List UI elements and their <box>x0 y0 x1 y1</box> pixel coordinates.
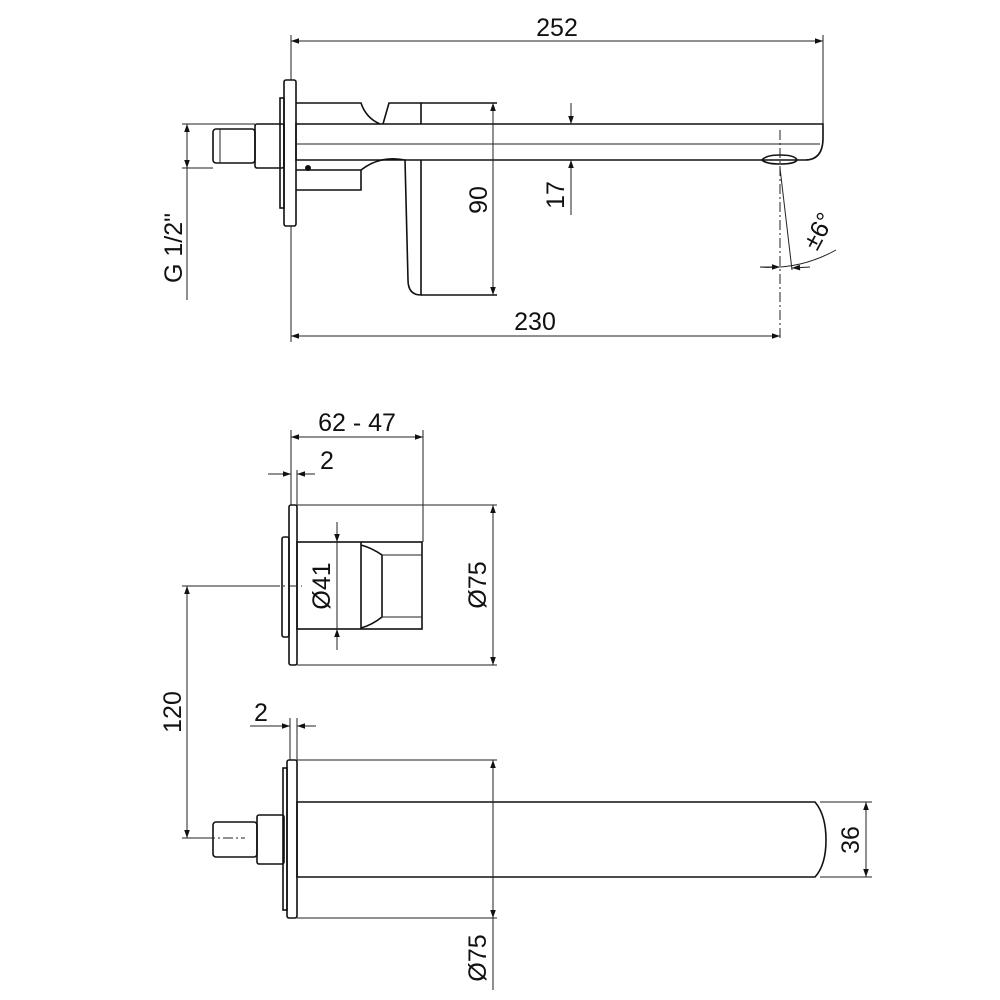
inlet-connector <box>212 123 285 169</box>
dim-thread: G 1/2" <box>160 213 188 283</box>
front-view: 62 - 47 2 Ø41 Ø75 120 <box>159 409 497 838</box>
dim-2-bottom: 2 <box>254 699 268 727</box>
dim-62-47: 62 - 47 <box>318 409 396 437</box>
mixer-body <box>296 102 497 296</box>
screw-icon <box>305 165 311 171</box>
dim-2-top: 2 <box>320 447 334 475</box>
spout-view: 2 Ø75 36 <box>182 699 872 990</box>
dim-diameter-75-top: Ø75 <box>464 561 492 608</box>
dim-252: 252 <box>536 14 578 42</box>
dim-diameter-75-bottom: Ø75 <box>464 934 492 981</box>
wall-plate <box>279 79 297 227</box>
wall-plate <box>288 504 298 666</box>
dim-90: 90 <box>465 186 493 214</box>
dim-17: 17 <box>542 181 570 209</box>
dim-36: 36 <box>837 826 865 854</box>
side-view: 252 230 90 17 ±6° G 1/2" <box>160 14 840 342</box>
wall-plate <box>286 759 298 919</box>
spout <box>295 123 824 165</box>
dim-angle: ±6° <box>798 208 840 254</box>
dim-diameter-41: Ø41 <box>308 562 336 609</box>
dim-120: 120 <box>159 691 187 733</box>
spout <box>296 801 827 878</box>
dim-230: 230 <box>514 308 556 336</box>
